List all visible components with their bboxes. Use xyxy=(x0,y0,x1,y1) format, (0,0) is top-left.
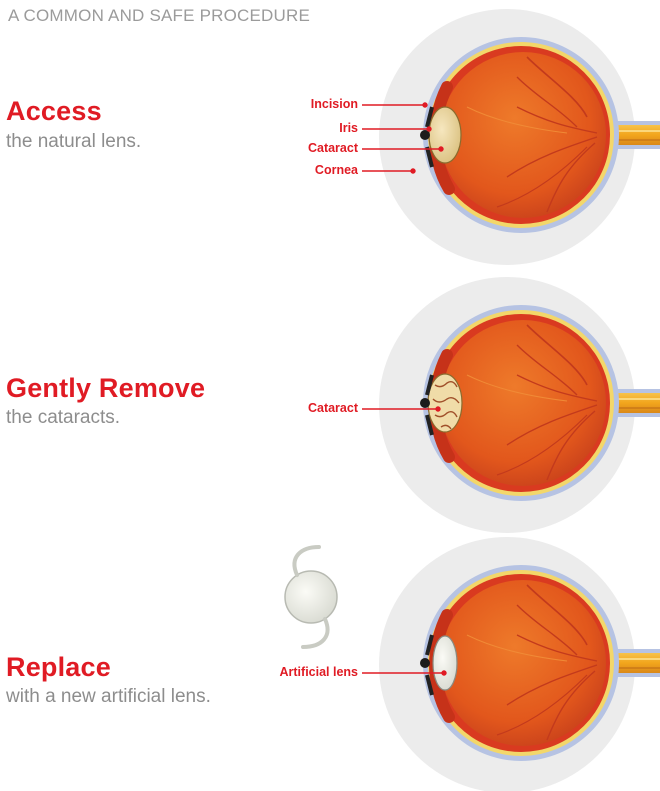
page-header: A COMMON AND SAFE PROCEDURE xyxy=(8,6,310,25)
label-incision: Incision xyxy=(310,97,358,111)
step-access-subtitle: the natural lens. xyxy=(6,131,142,152)
label-iris: Iris xyxy=(339,121,358,135)
eye-access-illustration xyxy=(379,9,660,265)
step-access-title: Access xyxy=(6,96,102,126)
label-cataract-remove: Cataract xyxy=(307,401,358,415)
artificial-lens-icon xyxy=(284,545,338,649)
label-cataract: Cataract xyxy=(307,141,358,155)
label-artificial-lens: Artificial lens xyxy=(279,665,359,679)
label-cornea: Cornea xyxy=(314,163,358,177)
step-remove-subtitle: the cataracts. xyxy=(6,407,121,428)
step-remove-title: Gently Remove xyxy=(6,373,206,403)
step-replace-subtitle: with a new artificial lens. xyxy=(6,686,211,707)
leader-line-remove xyxy=(362,406,441,412)
step-replace-title: Replace xyxy=(6,652,111,682)
leader-line-replace xyxy=(362,670,447,676)
eye-replace-illustration xyxy=(379,537,660,791)
leader-lines-access xyxy=(362,102,444,174)
eye-remove-illustration xyxy=(379,277,660,533)
